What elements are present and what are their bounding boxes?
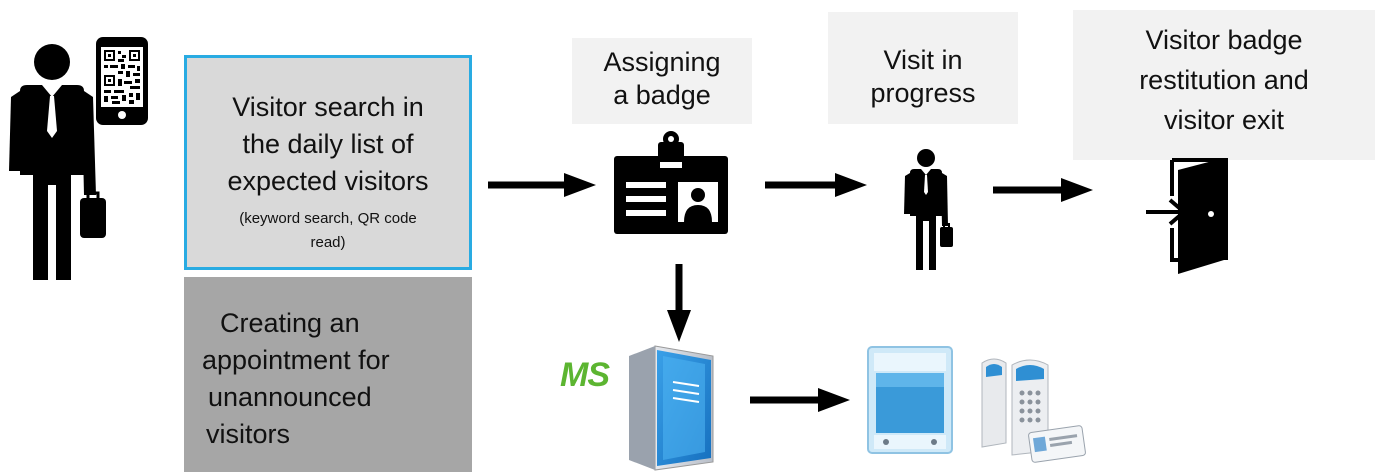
arrow-server-to-controller <box>750 388 850 412</box>
create-appointment-box: Creating an appointment for unannounced … <box>184 277 472 472</box>
search-box-line-1: Visitor search in <box>232 92 424 122</box>
assigning-badge-label: Assigning a badge <box>572 38 752 124</box>
create-box-line-2: appointment for <box>202 345 390 375</box>
arrow-badge-to-visit <box>765 173 867 197</box>
access-controller-icon <box>867 346 953 454</box>
visitor-with-phone-icon <box>9 37 148 280</box>
card-reader-keypad-icon <box>981 358 1086 463</box>
create-box-line-4: visitors <box>206 419 291 449</box>
arrow-badge-to-server <box>667 264 691 342</box>
exit-door-icon <box>1146 158 1228 274</box>
visit-label-line-1: Visit in <box>883 45 963 75</box>
server-logo: MS <box>560 356 610 394</box>
arrow-search-to-badge <box>488 173 596 197</box>
visitor-search-box: Visitor search in the daily list of expe… <box>184 55 472 270</box>
search-box-line-3: expected visitors <box>227 166 429 196</box>
search-box-note-1: (keyword search, QR code <box>239 210 417 227</box>
server-tower-icon <box>629 345 714 471</box>
badge-label-line-2: a badge <box>613 80 711 110</box>
create-box-line-1: Creating an <box>220 308 360 338</box>
visit-in-progress-label: Visit in progress <box>828 12 1018 124</box>
badge-label-line-1: Assigning <box>603 47 721 77</box>
exit-label-line-3: visitor exit <box>1163 105 1285 135</box>
visit-label-line-2: progress <box>870 78 976 108</box>
create-box-line-3: unannounced <box>208 382 372 412</box>
visitor-in-progress-icon <box>904 149 953 270</box>
id-badge-icon <box>614 131 728 234</box>
search-box-note-2: read) <box>310 234 346 251</box>
exit-label-line-2: restitution and <box>1139 65 1309 95</box>
arrow-visit-to-exit <box>993 178 1093 202</box>
exit-label-line-1: Visitor badge <box>1145 25 1303 55</box>
badge-restitution-label: Visitor badge restitution and visitor ex… <box>1073 10 1375 160</box>
search-box-line-2: the daily list of <box>242 129 414 159</box>
